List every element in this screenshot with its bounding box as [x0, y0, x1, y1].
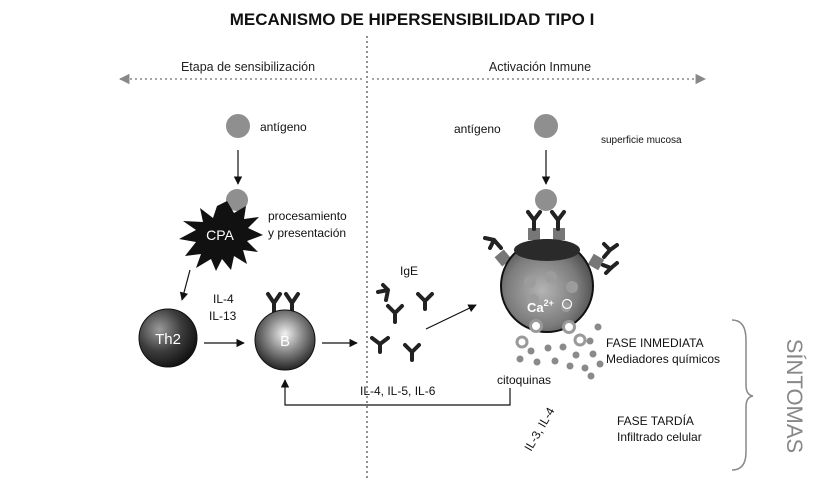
ige-label: IgE	[400, 264, 418, 278]
symptoms-bracket	[732, 320, 753, 470]
immediate-phase-subtitle: Mediadores químicos	[606, 352, 720, 366]
calcium-charge: 2+	[544, 298, 554, 308]
il3-il4-label: IL-3, IL-4	[521, 405, 557, 454]
apc-label: CPA	[206, 227, 234, 243]
feedback-cytokines-label: IL-4, IL-5, IL-6	[360, 384, 436, 398]
mastcell-bound-antigen	[535, 189, 557, 211]
stage-left-label: Etapa de sensibilización	[181, 60, 315, 74]
ige-antibodies	[372, 285, 432, 360]
mast-cell-top	[514, 239, 580, 261]
antigen-label-left: antígeno	[260, 120, 307, 134]
processing-label-line1: procesamiento	[268, 209, 347, 223]
late-phase-title: FASE TARDÍA	[617, 413, 694, 428]
bcell-receptors	[268, 294, 298, 312]
diagram-title: MECANISMO DE HIPERSENSIBILIDAD TIPO I	[230, 10, 595, 29]
cytokines-label: citoquinas	[497, 373, 551, 387]
processing-label-line2: y presentación	[268, 226, 346, 240]
th2-cytokine-il13: IL-13	[209, 309, 237, 323]
mediator-particles	[517, 324, 604, 380]
late-phase-subtitle: Infiltrado celular	[617, 430, 702, 444]
immediate-phase-title: FASE INMEDIATA	[606, 336, 704, 350]
th2-cytokine-il4: IL-4	[213, 292, 234, 306]
antigen-particle-right	[534, 114, 558, 138]
arrow-apc-to-th2	[182, 270, 190, 300]
th2-label: Th2	[155, 331, 181, 348]
mucosa-label: superficie mucosa	[601, 135, 682, 146]
antigen-particle-left	[226, 114, 250, 138]
bcell-label: B	[280, 333, 290, 350]
antigen-label-right: antígeno	[454, 122, 501, 136]
arrow-ige-to-mastcell	[426, 305, 476, 329]
symptoms-label: SÍNTOMAS	[782, 339, 807, 454]
stage-right-label: Activación Inmune	[489, 60, 591, 74]
